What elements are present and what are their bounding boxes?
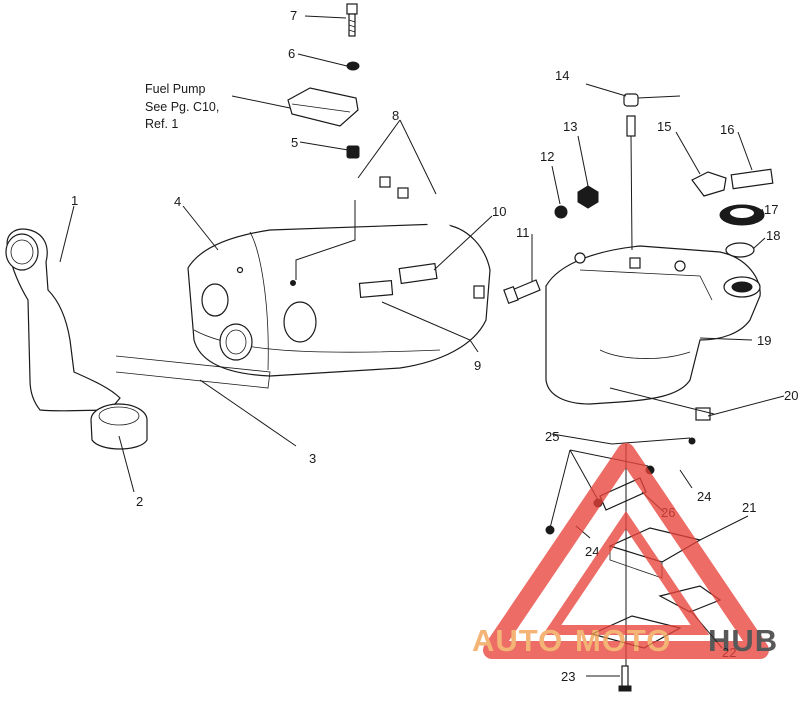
part-4-airbox-body [187, 223, 491, 377]
callout-25: 25 [545, 429, 559, 444]
note-line-3: Ref. 1 [145, 117, 178, 131]
part-23-screw [618, 665, 632, 692]
part-5-nut [346, 145, 360, 159]
note-line-2: See Pg. C10, [145, 100, 219, 114]
callout-21: 21 [742, 500, 756, 515]
callout-10: 10 [492, 204, 506, 219]
watermark-logo: AUTO MOTO HUB [472, 443, 778, 659]
part-14-sender [623, 93, 681, 251]
callout-15: 15 [657, 119, 671, 134]
part-7-bolt [346, 3, 358, 37]
part-12-grommet [554, 205, 568, 219]
watermark-auto: AUTO [472, 623, 563, 658]
callout-9: 9 [474, 358, 481, 373]
watermark-moto: MOTO [575, 623, 671, 658]
callout-labels: 1 2 3 4 5 6 7 8 9 10 11 12 13 14 15 16 1… [71, 8, 798, 684]
callout-1: 1 [71, 193, 78, 208]
part-20-fitting [695, 407, 711, 421]
callout-13: 13 [563, 119, 577, 134]
callout-4: 4 [174, 194, 181, 209]
part-19-fuel-tank [545, 245, 761, 405]
callout-24-upper: 24 [697, 489, 711, 504]
callout-6: 6 [288, 46, 295, 61]
callout-19: 19 [757, 333, 771, 348]
watermark-hub: HUB [708, 623, 778, 658]
fuel-pump-note: Fuel Pump See Pg. C10, Ref. 1 [145, 82, 219, 131]
callout-24-lower: 24 [585, 544, 599, 559]
part-6-washer [346, 61, 360, 71]
callout-17: 17 [764, 202, 778, 217]
callout-2: 2 [136, 494, 143, 509]
part-3-base-plate [115, 355, 271, 389]
watermark-triangle [483, 443, 769, 659]
callout-20: 20 [784, 388, 798, 403]
callout-11: 11 [516, 225, 530, 240]
part-15-fitting [691, 171, 727, 197]
callout-16: 16 [720, 122, 734, 137]
callout-5: 5 [291, 135, 298, 150]
part-18-gasket [725, 242, 755, 258]
callout-8: 8 [392, 108, 399, 123]
part-17-cap [719, 204, 765, 226]
part-11-bolt [503, 279, 541, 305]
fuel-pump-ref [287, 87, 359, 127]
callout-18: 18 [766, 228, 780, 243]
callout-3: 3 [309, 451, 316, 466]
callout-14: 14 [555, 68, 569, 83]
part-1-intake-duct [5, 228, 148, 450]
callout-7: 7 [290, 8, 297, 23]
note-line-1: Fuel Pump [145, 82, 205, 96]
part-16-vent-hose [730, 168, 774, 190]
callout-23: 23 [561, 669, 575, 684]
callout-12: 12 [540, 149, 554, 164]
part-13-nut [577, 185, 599, 209]
part-8-hoses [263, 176, 485, 299]
